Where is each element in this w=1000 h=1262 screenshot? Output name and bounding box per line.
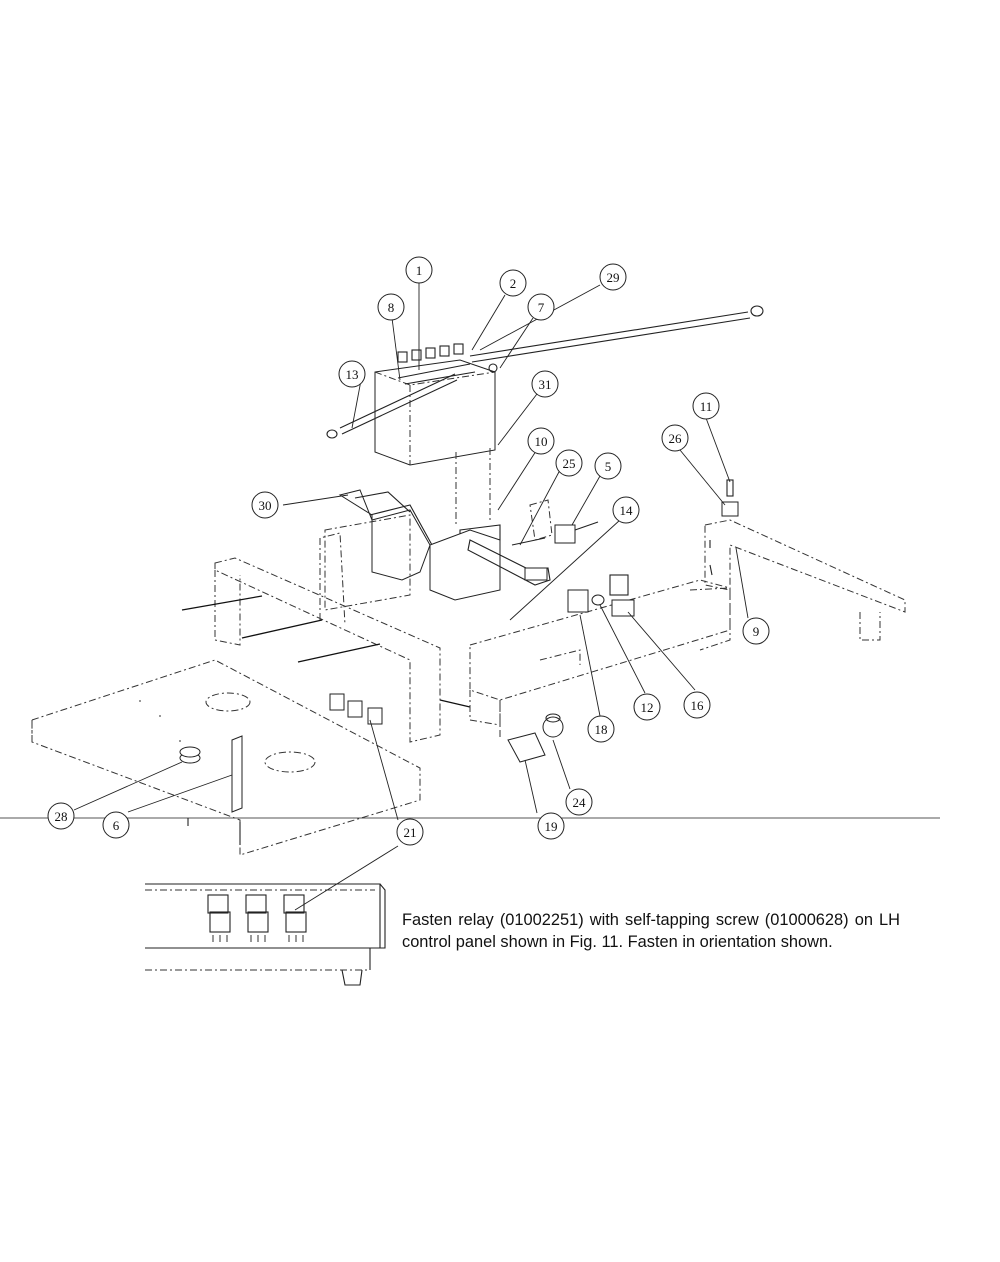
svg-text:21: 21	[404, 825, 417, 840]
relay-group	[329, 693, 383, 725]
wire-harness	[181, 595, 471, 708]
battery-support	[455, 448, 501, 546]
callout-8: 8	[377, 293, 405, 321]
callout-13: 13	[338, 360, 366, 388]
svg-text:31: 31	[539, 377, 552, 392]
relay-inset	[145, 883, 386, 986]
callout-1: 1	[405, 256, 433, 284]
svg-text:13: 13	[346, 367, 359, 382]
svg-text:19: 19	[545, 819, 558, 834]
knob	[542, 713, 564, 738]
callout-2: 2	[499, 269, 527, 297]
callout-14: 14	[612, 496, 640, 524]
callout-16: 16	[683, 691, 711, 719]
callout-10: 10	[527, 427, 555, 455]
callout-9: 9	[742, 617, 770, 645]
callout-29: 29	[599, 263, 627, 291]
svg-text:29: 29	[607, 270, 620, 285]
svg-text:1: 1	[416, 263, 423, 278]
svg-text:10: 10	[535, 434, 548, 449]
callout-28: 28	[47, 802, 75, 830]
svg-text:16: 16	[691, 698, 705, 713]
callout-11: 11	[692, 392, 720, 420]
svg-text:25: 25	[563, 456, 576, 471]
bulkhead	[231, 735, 243, 813]
center-bracket	[324, 514, 501, 611]
svg-text:5: 5	[605, 459, 612, 474]
assembly-note: Fasten relay (01002251) with self-tappin…	[402, 911, 900, 951]
callout-21: 21	[396, 818, 424, 846]
svg-text:9: 9	[753, 624, 760, 639]
callout-12: 12	[633, 693, 661, 721]
deck-plate	[31, 659, 421, 856]
callout-24: 24	[565, 788, 593, 816]
callout-30: 30	[251, 491, 279, 519]
switch	[511, 499, 599, 546]
left-frame	[214, 532, 441, 743]
svg-text:12: 12	[641, 700, 654, 715]
svg-text:30: 30	[259, 498, 272, 513]
callout-5: 5	[594, 452, 622, 480]
svg-text:26: 26	[669, 431, 683, 446]
seat-switch	[721, 479, 739, 517]
battery	[374, 343, 498, 466]
battery-cable	[469, 305, 764, 363]
key-switch	[567, 589, 589, 613]
svg-text:7: 7	[538, 300, 545, 315]
indicator-light	[591, 594, 605, 606]
grommet	[179, 746, 201, 764]
callout-25: 25	[555, 449, 583, 477]
svg-text:11: 11	[700, 399, 713, 414]
svg-text:6: 6	[113, 818, 120, 833]
svg-text:18: 18	[595, 722, 608, 737]
callout-31: 31	[531, 370, 559, 398]
callout-19: 19	[537, 812, 565, 840]
svg-text:24: 24	[573, 795, 587, 810]
svg-text:2: 2	[510, 276, 517, 291]
hour-meter	[609, 574, 635, 617]
control-panel	[469, 579, 731, 740]
svg-text:14: 14	[620, 503, 634, 518]
ground-cable	[326, 373, 458, 439]
right-frame	[704, 519, 906, 641]
callout-18: 18	[587, 715, 615, 743]
callout-7: 7	[527, 293, 555, 321]
svg-text:8: 8	[388, 300, 395, 315]
fuse-holder	[507, 732, 546, 763]
seat-bracket	[338, 489, 433, 581]
callout-6: 6	[102, 811, 130, 839]
pedal	[467, 539, 551, 586]
callout-26: 26	[661, 424, 689, 452]
svg-text:28: 28	[55, 809, 68, 824]
